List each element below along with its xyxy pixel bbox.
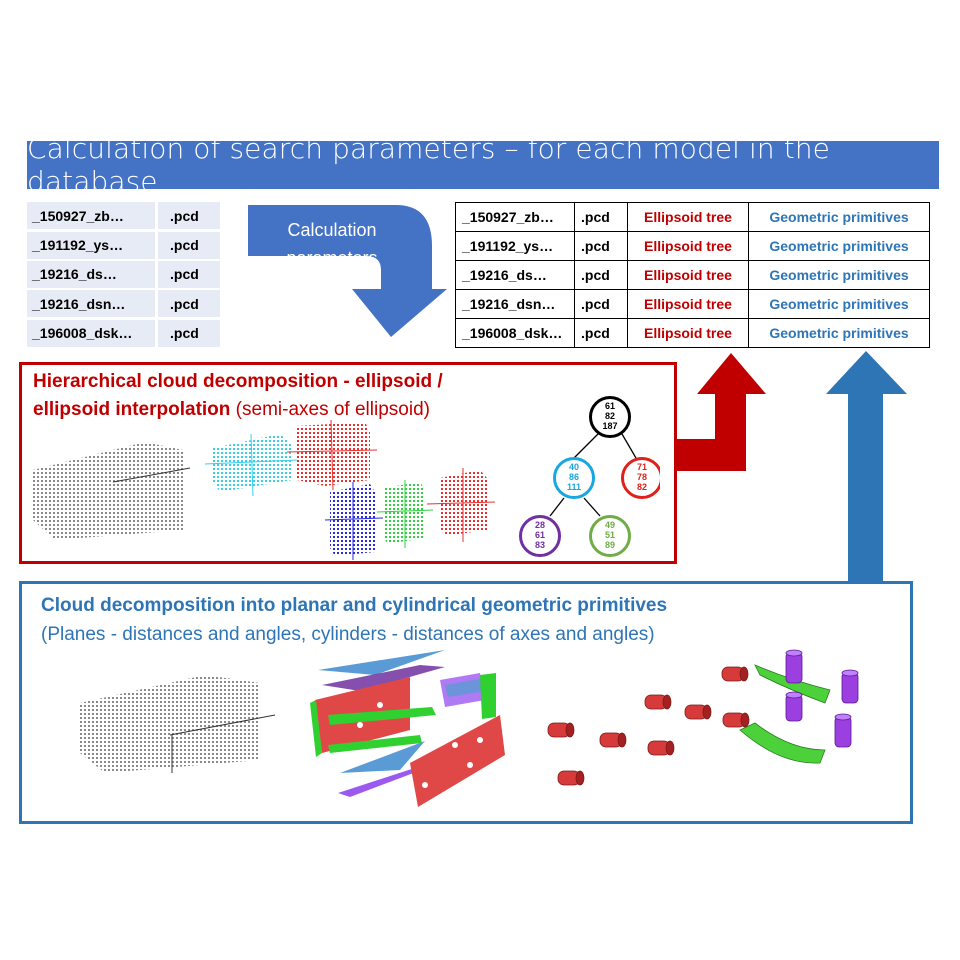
tree-node-value: 83 (535, 540, 545, 550)
table-row: _19216_dsn… .pcd Ellipsoid tree Geometri… (455, 289, 930, 319)
ellipsoid-section-heading: Hierarchical cloud decomposition - ellip… (33, 368, 503, 424)
tree-node-value: 89 (605, 540, 615, 550)
model-row: _19216_dsn… .pcd (27, 289, 220, 318)
ellipsoid-heading-normal: (semi-axes of ellipsoid) (230, 399, 430, 420)
model-ext: .pcd (574, 231, 628, 261)
model-ext: .pcd (158, 231, 220, 259)
model-row: _191192_ys… .pcd (27, 230, 220, 259)
geometric-primitives-cell: Geometric primitives (748, 202, 930, 232)
model-list: _150927_zb… .pcd _191192_ys… .pcd _19216… (27, 201, 220, 348)
ellipsoid-tree-cell: Ellipsoid tree (627, 318, 749, 348)
model-row: _19216_ds… .pcd (27, 260, 220, 289)
model-name: _196008_dsk… (455, 318, 575, 348)
results-table: _150927_zb… .pcd Ellipsoid tree Geometri… (455, 202, 930, 348)
model-name: _150927_zb… (27, 202, 155, 230)
title-bar: Calculation of search parameters – for e… (27, 132, 939, 198)
table-row: _150927_zb… .pcd Ellipsoid tree Geometri… (455, 202, 930, 232)
tree-node-value: 49 (605, 520, 615, 530)
planar-primitives (310, 650, 505, 807)
geometric-primitives-cell: Geometric primitives (748, 289, 930, 319)
tree-edges (549, 433, 637, 517)
primitives-up-arrow (826, 351, 907, 581)
table-row: _196008_dsk… .pcd Ellipsoid tree Geometr… (455, 318, 930, 348)
geometric-primitives-cell: Geometric primitives (748, 318, 930, 348)
tree-node-value: 86 (569, 472, 579, 482)
model-name: _19216_ds… (455, 260, 575, 290)
model-row: _150927_zb… .pcd (27, 201, 220, 230)
model-ext: .pcd (158, 260, 220, 288)
geometric-primitives-cell: Geometric primitives (748, 260, 930, 290)
tree-node-value: 111 (567, 482, 581, 492)
primitives-section-subheading: (Planes - distances and angles, cylinder… (41, 624, 655, 645)
tree-node-value: 51 (605, 530, 615, 540)
model-ext: .pcd (158, 202, 220, 230)
ellipsoid-tree-cell: Ellipsoid tree (627, 260, 749, 290)
tree-node-value: 82 (605, 411, 615, 421)
model-name: _19216_dsn… (455, 289, 575, 319)
primitives-section-heading: Cloud decomposition into planar and cyli… (41, 595, 668, 616)
full-point-cloud-2 (80, 675, 276, 773)
full-point-cloud (33, 442, 191, 540)
ellipsoid-decomposition-illustration (33, 420, 496, 560)
primitives-section (19, 581, 913, 824)
tree-node-value: 61 (605, 401, 615, 411)
cylinder-primitives (547, 666, 750, 786)
model-ext: .pcd (158, 319, 220, 347)
model-ext: .pcd (574, 260, 628, 290)
tree-node-value: 71 (637, 462, 647, 472)
ellipsoid-section (19, 362, 677, 564)
calculation-arrow (248, 205, 447, 337)
tree-node-value: 28 (535, 520, 545, 530)
model-name: _150927_zb… (455, 202, 575, 232)
ellipsoid-tree-cell: Ellipsoid tree (627, 202, 749, 232)
ellipsoid-tree-cell: Ellipsoid tree (627, 289, 749, 319)
ellipsoid-tree-cell: Ellipsoid tree (627, 231, 749, 261)
model-ext: .pcd (574, 289, 628, 319)
red-segment-cloud-2 (426, 468, 496, 542)
model-name: _19216_ds… (27, 260, 155, 288)
tree-node-value: 187 (602, 421, 617, 431)
table-row: _191192_ys… .pcd Ellipsoid tree Geometri… (455, 231, 930, 261)
model-row: _196008_dsk… .pcd (27, 319, 220, 348)
model-name: _19216_dsn… (27, 290, 155, 318)
half-cylinder-primitives (739, 664, 831, 764)
tree-node-value: 40 (569, 462, 579, 472)
cyan-segment-cloud (204, 433, 298, 497)
model-ext: .pcd (574, 202, 628, 232)
model-name: _191192_ys… (455, 231, 575, 261)
model-ext: .pcd (158, 290, 220, 318)
model-ext: .pcd (574, 318, 628, 348)
model-name: _191192_ys… (27, 231, 155, 259)
ellipsoid-up-arrow (677, 353, 766, 471)
red-segment-cloud (286, 420, 378, 491)
tree-node-value: 78 (637, 472, 647, 482)
vertical-cylinder-primitives (785, 649, 859, 748)
tree-node-value: 82 (637, 482, 647, 492)
primitives-illustration (80, 649, 859, 807)
table-row: _19216_ds… .pcd Ellipsoid tree Geometric… (455, 260, 930, 290)
blue-segment-cloud (324, 482, 384, 560)
green-segment-cloud (376, 480, 434, 548)
tree-node-value: 61 (535, 530, 545, 540)
ellipsoid-heading-bold: Hierarchical cloud decomposition - ellip… (33, 371, 443, 420)
calculation-arrow-label: Calculation parameters (286, 220, 378, 268)
geometric-primitives-cell: Geometric primitives (748, 231, 930, 261)
model-name: _196008_dsk… (27, 319, 155, 347)
